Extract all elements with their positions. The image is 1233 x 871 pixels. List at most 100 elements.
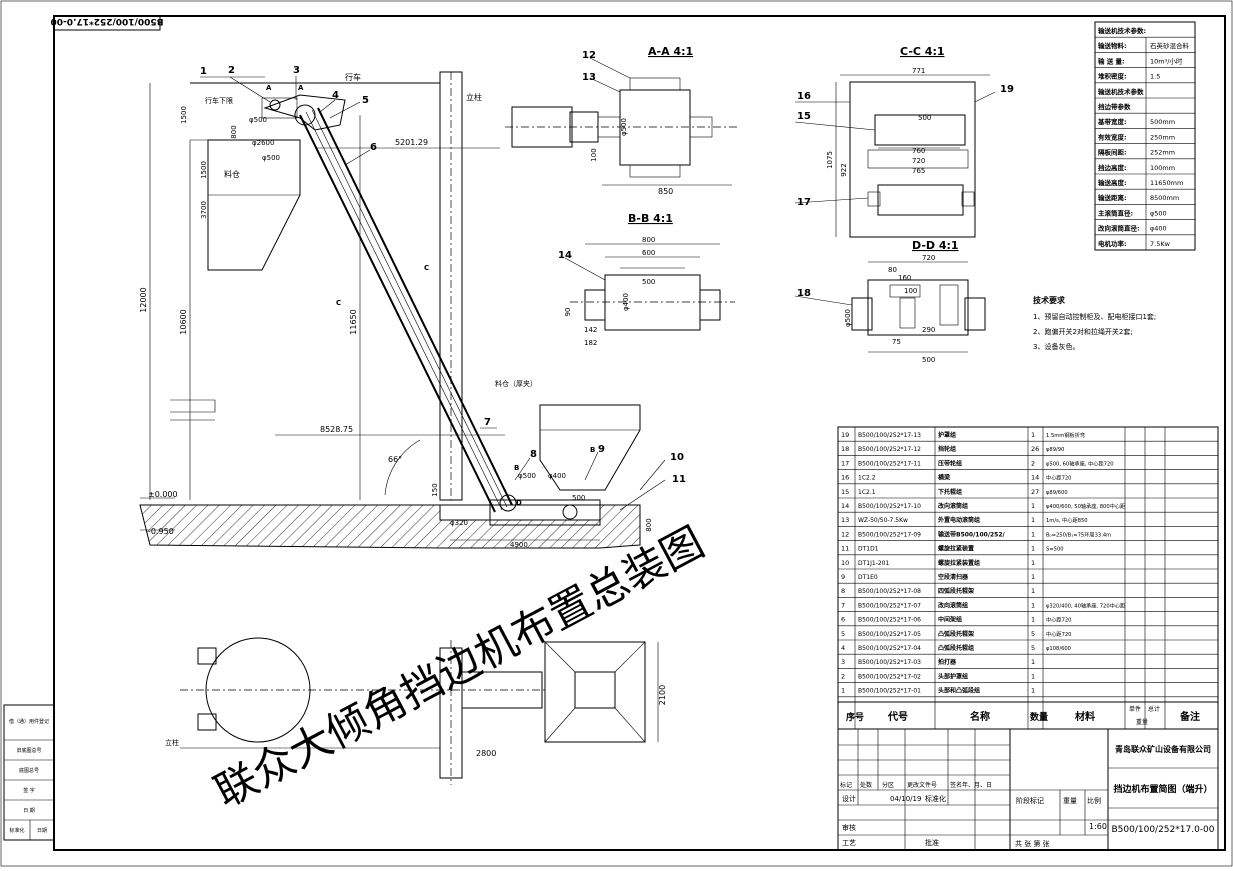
parts-cell: 横梁 — [938, 474, 950, 482]
tech-notes: 技术要求 1、预留自动控制柜及、配电柜接口1套; 2、跑偏开关2对和拉绳开关2套… — [1033, 295, 1156, 351]
side-elevation-view: ±0.000 -0.950 立柱 行车 料仓 料仓（厚夹） — [139, 65, 686, 549]
balloon-11: 11 — [619, 474, 686, 511]
dd-dim-d500: φ500 — [844, 309, 852, 327]
parts-header-code: 代号 — [887, 710, 908, 723]
plan-column-label: 立柱 — [165, 738, 179, 747]
d400-label: φ400 — [548, 472, 566, 480]
left-block-bottom-2: 日期 — [37, 828, 47, 834]
parts-cell: DT1J1-201 — [858, 560, 889, 567]
feed-chute-label: 料仓（厚夹） — [495, 379, 537, 388]
spec-label: 挡边带参数 — [1098, 102, 1131, 111]
standard-label: 标准化 — [925, 794, 946, 803]
dim-800c: 800 — [645, 518, 653, 531]
parts-cell: 1 — [841, 687, 845, 695]
dim-800: 800 — [230, 125, 238, 138]
parts-header-total: 总计 — [1148, 705, 1160, 713]
section-d-marker: D — [516, 499, 522, 507]
take-up-pulley — [562, 504, 578, 520]
view-dd: D-D 4:1 720 80 160 100 φ500 290 75 500 1… — [794, 239, 986, 364]
tech-note-2: 2、跑偏开关2对和拉绳开关2套; — [1033, 327, 1133, 336]
process-label: 工艺 — [842, 839, 856, 847]
parts-cell: 8 — [841, 587, 845, 595]
parts-cell: 改向滚筒组 — [938, 502, 968, 510]
silo — [207, 139, 301, 271]
spec-label: 输送物料: — [1098, 41, 1127, 50]
dim-1500b: 1500 — [200, 161, 208, 179]
dim-4900: 4900 — [510, 541, 528, 549]
parts-cell: B₀=250/B₁=75环周33.4m — [1046, 531, 1111, 538]
plan-view: 立柱 2800 2100 — [165, 637, 667, 785]
cc-dim-922: 922 — [840, 163, 848, 176]
balloon-2: 2 — [228, 65, 271, 103]
dd-dim-160: 160 — [898, 274, 911, 282]
parts-cell: 5 — [841, 630, 845, 638]
design-date: 04/10/19 — [890, 795, 921, 803]
parts-cell: 1 — [1031, 658, 1035, 666]
d500-top-label: φ500 — [249, 116, 267, 124]
dd-dim-75: 75 — [892, 338, 901, 346]
head-pulley — [294, 104, 316, 126]
spec-value: 石英砂混合料 — [1150, 41, 1190, 50]
balloon-3: 3 — [293, 65, 300, 100]
parts-cell: 1 — [1031, 516, 1035, 524]
parts-cell: B500/100/252*17-11 — [858, 460, 921, 467]
spec-value: 250mm — [1150, 133, 1175, 141]
parts-cell: 17 — [841, 459, 849, 467]
parts-cell: 6 — [841, 616, 845, 624]
dim-500: 500 — [572, 494, 585, 502]
parts-cell: 1 — [1031, 587, 1035, 595]
parts-cell: B500/100/252*17-07 — [858, 602, 921, 609]
conveyor-upper-edge — [299, 114, 496, 513]
svg-text:1: 1 — [200, 66, 207, 77]
balloon-13: 13 — [582, 72, 621, 93]
parts-cell: φ108/600 — [1046, 646, 1071, 652]
dim-8528: 8528.75 — [320, 425, 353, 434]
svg-text:14: 14 — [558, 250, 572, 261]
svg-text:16: 16 — [797, 91, 811, 102]
lift-limit-label: 行车下限 — [205, 96, 233, 105]
parts-cell: 1C2.1 — [858, 489, 876, 496]
parts-cell: 压带轮组 — [938, 459, 962, 467]
parts-header-name: 名称 — [970, 710, 990, 723]
section-b2-marker: B — [590, 446, 595, 454]
spec-value: φ500 — [1150, 209, 1167, 217]
parts-cell: 头部护罩组 — [938, 672, 968, 680]
left-block-bottom-1: 标准化 — [9, 827, 24, 834]
rev-header-sign: 签名 — [950, 781, 962, 789]
parts-cell: 3 — [841, 658, 845, 666]
parts-cell: 1 — [1031, 573, 1035, 581]
spec-label: 基带宽度: — [1097, 117, 1127, 126]
balloon-16: 16 — [795, 91, 850, 103]
d500-b-label: φ500 — [262, 154, 280, 162]
parts-cell: 护罩组 — [938, 431, 956, 439]
svg-text:15: 15 — [797, 111, 811, 122]
tech-notes-title: 技术要求 — [1033, 295, 1066, 305]
balloon-5: 5 — [329, 95, 369, 119]
svg-text:13: 13 — [582, 72, 596, 83]
parts-cell: 9 — [841, 573, 845, 581]
parts-cell: B500/100/252*17-03 — [858, 659, 921, 666]
parts-cell: φ320/400, 40轴承座, 720中心距 — [1046, 601, 1125, 609]
section-a-marker: A — [266, 84, 272, 92]
d500-c-label: φ500 — [518, 472, 536, 480]
parts-cell: 空段清扫器 — [938, 573, 969, 581]
balloon-19: 19 — [974, 84, 1014, 103]
balloon-6: 6 — [344, 142, 377, 166]
aa-pulley-box — [619, 89, 691, 166]
dim-10600: 10600 — [179, 309, 188, 334]
section-c2-marker: C — [424, 264, 429, 272]
parts-cell: 凸弧段托辊组 — [938, 644, 974, 652]
spec-value: 500mm — [1150, 118, 1175, 126]
dim-2800: 2800 — [476, 749, 496, 758]
parts-cell: 5 — [1031, 630, 1035, 638]
bb-dim-d400: φ400 — [622, 293, 630, 311]
dim-1500: 1500 — [180, 106, 188, 124]
parts-cell: B500/100/252*17-13 — [858, 432, 921, 439]
parts-cell: φ89/90 — [1046, 447, 1064, 453]
chute-plan — [544, 641, 646, 743]
balloon-17: 17 — [794, 197, 869, 208]
spec-value: 11650mm — [1150, 179, 1183, 187]
weight-label: 重量 — [1063, 797, 1077, 805]
parts-header-remark: 备注 — [1179, 710, 1200, 723]
